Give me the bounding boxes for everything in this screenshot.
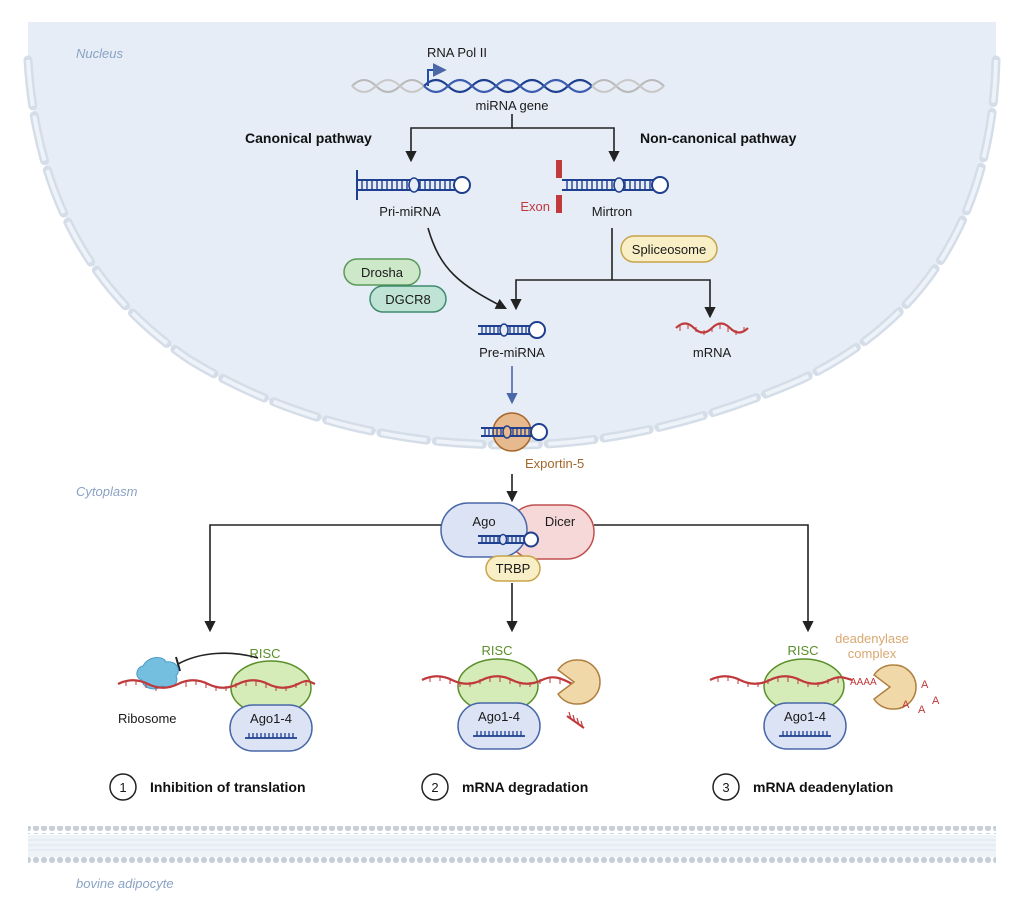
canonical-pathway-label: Canonical pathway [245,130,372,146]
exportin-5: Exportin-5 [481,412,584,471]
arrow-to-canonical [405,114,513,163]
cell-membrane [28,826,996,865]
mechanism-degradation: RISC Ago1-4 [421,643,601,750]
free-a-4: A [902,699,910,711]
deadenylase-label-line1: deadenylase [835,631,909,646]
deadenylase-pacman [872,664,917,710]
ago-dicer-trbp-complex: Ago Dicer TRBP [440,502,595,582]
mrna-label: mRNA [693,345,732,360]
arrow-to-noncanonical [512,127,620,163]
step-1-title: Inhibition of translation [150,779,306,795]
step-3-number: 3 [722,780,729,795]
pri-mirna-label: Pri-miRNA [379,204,441,219]
spliceosome-label: Spliceosome [632,242,706,257]
mechanism-deadenylation: RISC deadenylase complex AAAA A A A A Ag… [709,631,940,750]
dicer-label: Dicer [545,514,576,529]
mirna-gene-label: miRNA gene [476,98,549,113]
mrna-strand-2 [421,675,575,686]
drosha-dgcr8-complex: Drosha DGCR8 [343,258,447,313]
ago1-4-label-3: Ago1-4 [784,709,826,724]
poly-a-tail: AAAA [850,677,877,688]
free-a-1: A [921,679,929,691]
nuclear-mrna: mRNA [675,322,749,360]
arrow-pri-to-pre [427,227,507,310]
arrow-to-deadenylation [594,524,814,633]
pre-mirna: Pre-miRNA [478,321,546,360]
rna-pol-ii-label: RNA Pol II [427,45,487,60]
exon-upper [556,160,562,178]
mirtron: Exon Mirtron [520,160,669,219]
ribosome-label: Ribosome [118,711,177,726]
ago1-4-body-2 [457,702,541,750]
nuclease-pacman-2 [556,659,601,705]
arrow-mirtron-to-pre [510,279,612,311]
pri-mirna: Pri-miRNA [356,170,471,219]
deadenylase-label-line2: complex [848,646,897,661]
drosha-label: Drosha [361,265,404,280]
risc-label-1: RISC [249,646,280,661]
mrna-strand-1 [117,679,316,689]
exon-lower [556,195,562,213]
mirna-gene: RNA Pol II miRNA gene [351,45,665,113]
ago1-4-label-1: Ago1-4 [250,711,292,726]
nucleus-label: Nucleus [76,46,123,61]
spliceosome: Spliceosome [620,235,718,263]
arrow-mirtron-to-mrna [612,279,716,319]
step-2-number: 2 [431,780,438,795]
mirtron-label: Mirtron [592,204,632,219]
free-a-2: A [932,695,940,707]
arrow-to-inhibition [204,524,441,633]
ago1-4-body-1 [229,704,313,752]
ago1-4-label-2: Ago1-4 [478,709,520,724]
ago1-4-body-3 [763,702,847,750]
exportin-5-label: Exportin-5 [525,456,584,471]
dgcr8-label: DGCR8 [385,292,431,307]
risc-label-3: RISC [787,643,818,658]
step-1-number: 1 [119,780,126,795]
pre-mirna-label: Pre-miRNA [479,345,545,360]
bovine-adipocyte-label: bovine adipocyte [76,876,174,891]
exon-label: Exon [520,199,550,214]
mechanism-captions: 1 Inhibition of translation 2 mRNA degra… [109,773,893,801]
inhibition-arc [177,652,259,665]
step-3-title: mRNA deadenylation [753,779,893,795]
ago-label: Ago [472,514,495,529]
transcription-start-arrow [427,63,447,86]
free-a-3: A [918,704,926,716]
ago [440,502,528,558]
trbp [485,555,541,582]
noncanonical-pathway-label: Non-canonical pathway [640,130,797,146]
degraded-fragment [566,711,585,729]
risc-label-2: RISC [481,643,512,658]
cytoplasm-label: Cytoplasm [76,484,138,499]
trbp-label: TRBP [496,561,531,576]
mechanism-inhibition: RISC Ago1-4 Ribosome [117,646,316,752]
mrna-strand-3 [709,675,853,685]
ribosome-shape [136,657,179,690]
step-2-title: mRNA degradation [462,779,588,795]
